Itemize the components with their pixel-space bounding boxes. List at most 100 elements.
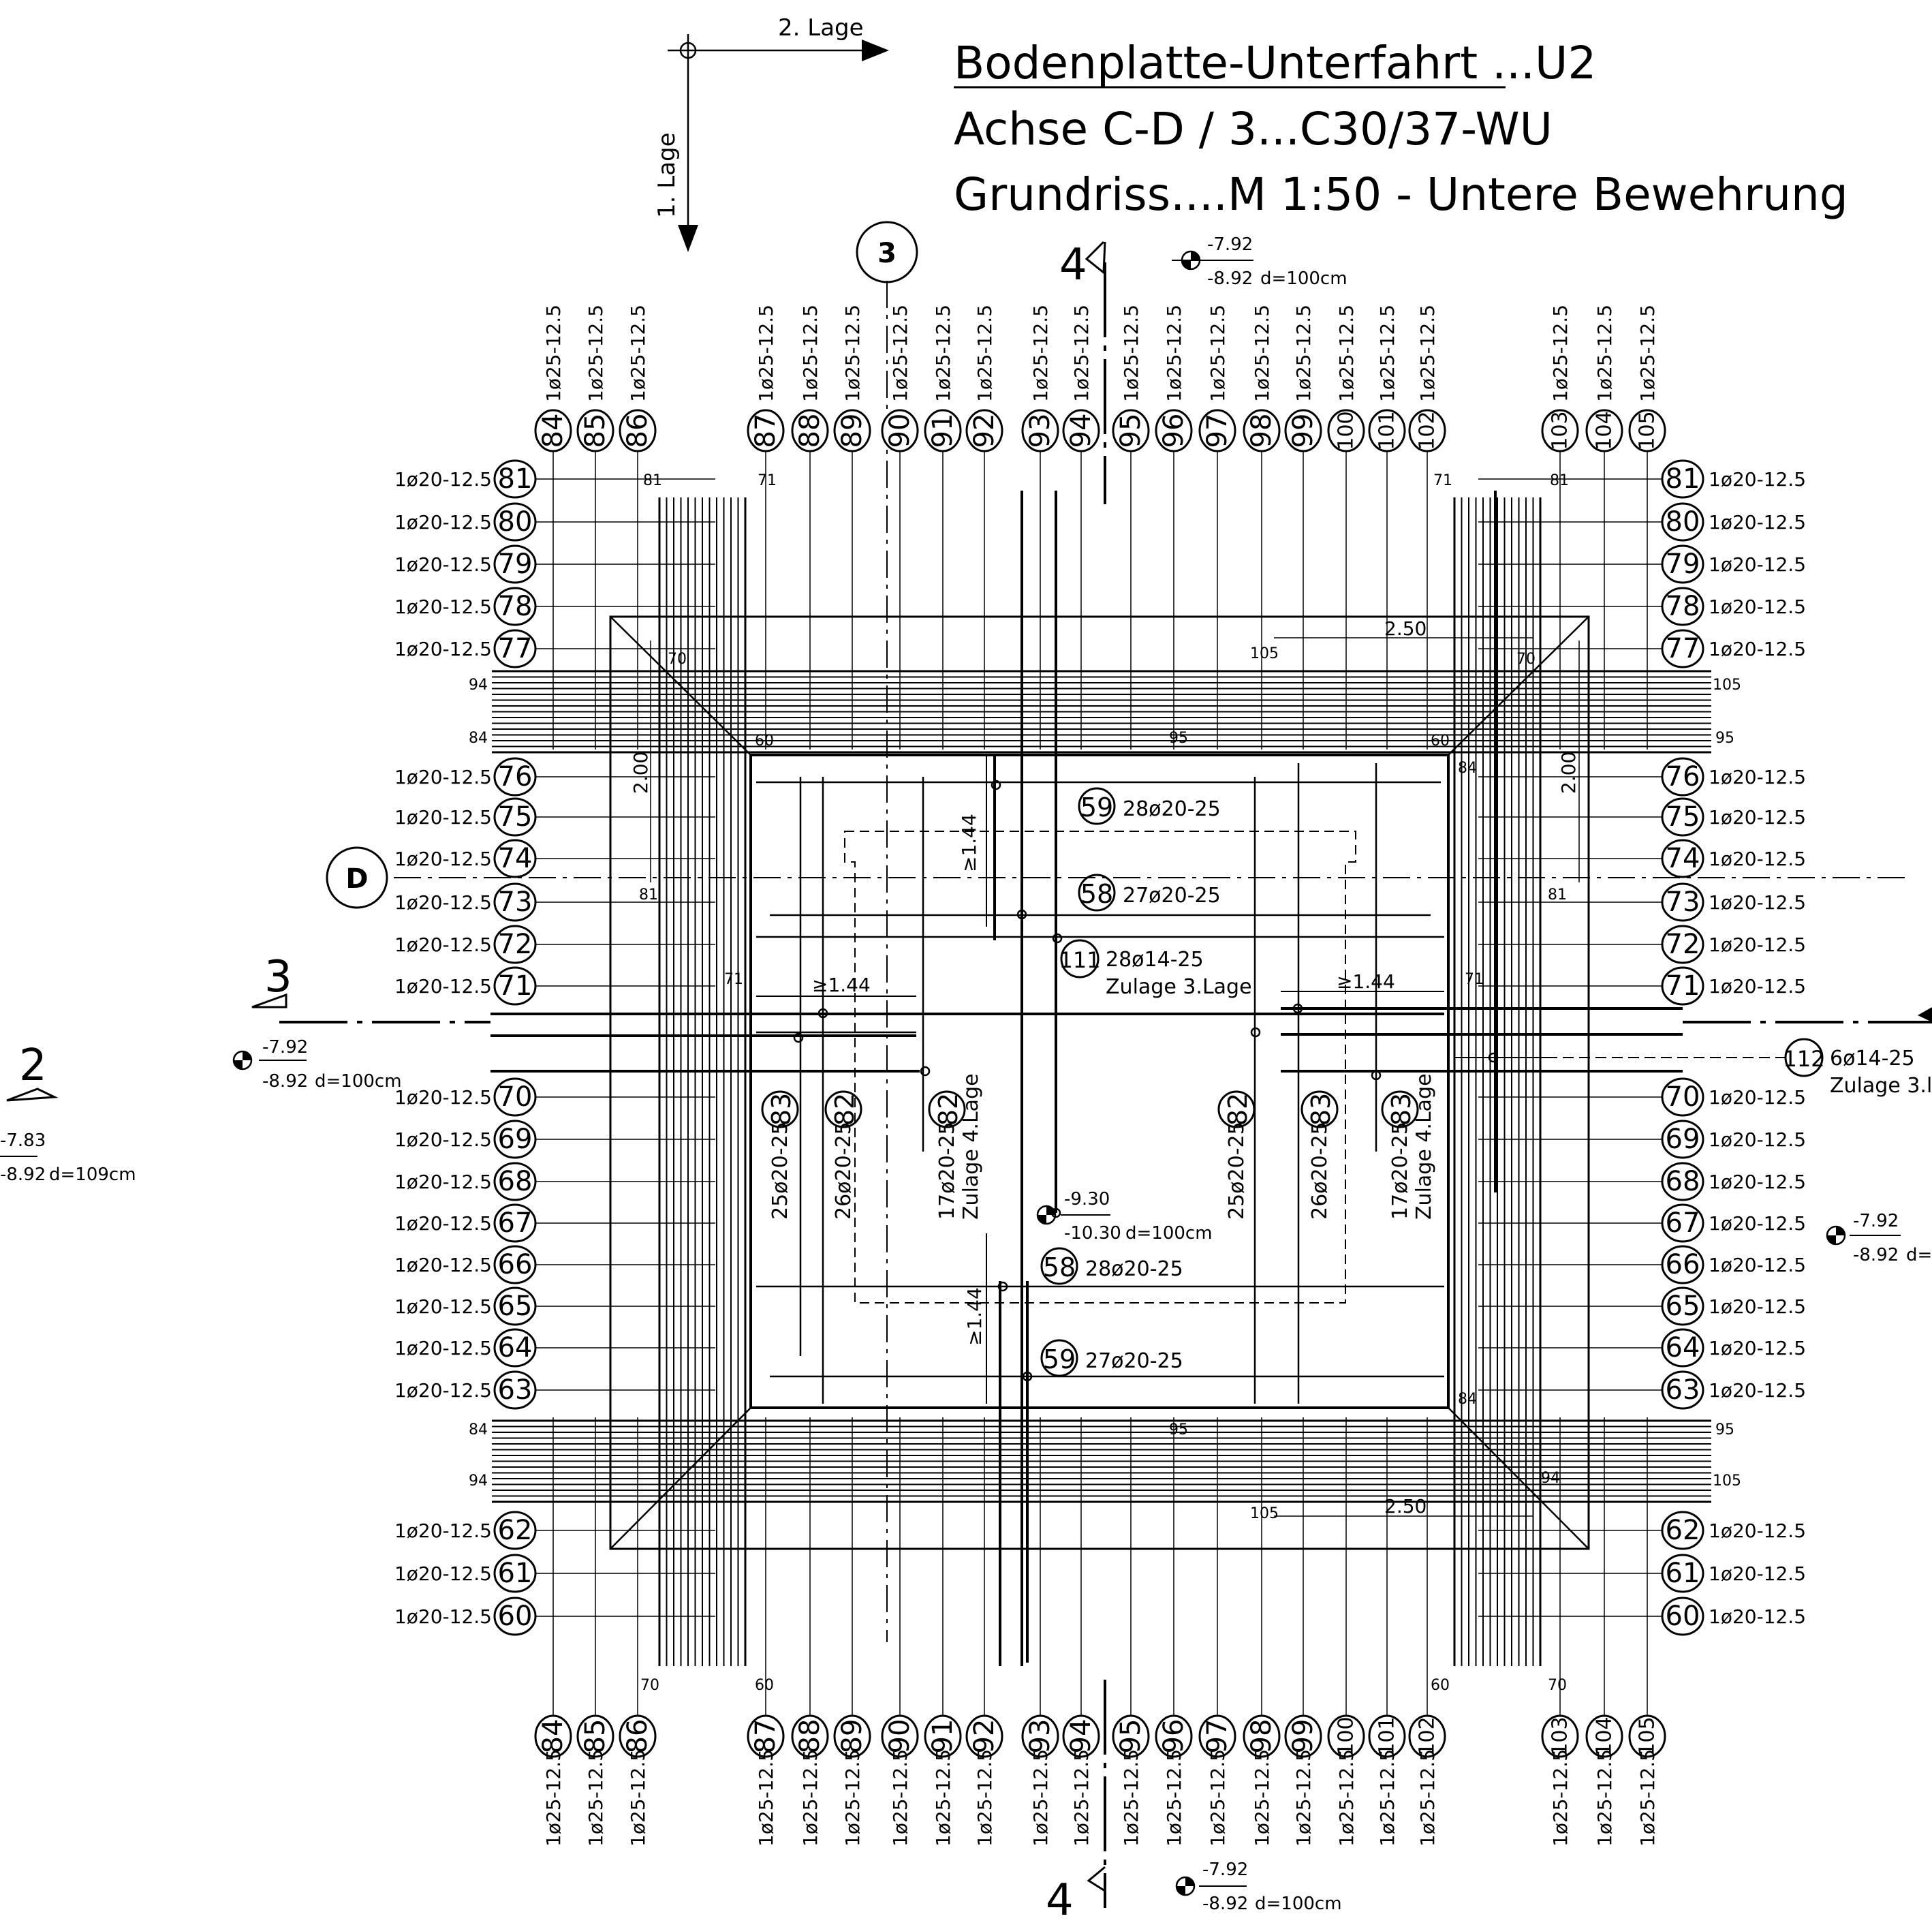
- bar-number-bubble: [493, 1511, 537, 1550]
- bar-spec-right: 1ø20-12.5: [1709, 553, 1806, 576]
- bar-number-bottom: 97: [1202, 1719, 1233, 1754]
- bar-number-bubble: [1198, 1714, 1236, 1758]
- bar-spec-bottom: 1ø25-12.5: [1593, 1749, 1616, 1847]
- bar-spec-bottom: 1ø25-12.5: [1376, 1749, 1399, 1847]
- vertical-bar-labels: 841ø25-12.5841ø25-12.5851ø25-12.5851ø25-…: [534, 305, 1666, 1847]
- svg-text:-9.30: -9.30: [1064, 1189, 1110, 1209]
- bar-spec-top: 1ø25-12.5: [932, 305, 954, 402]
- bar-number-bubble: [493, 1286, 537, 1326]
- bar-number-bubble: [493, 459, 537, 499]
- bar-number-top: 96: [1158, 414, 1189, 448]
- bar-number-bubble: [1661, 1120, 1704, 1159]
- bar-number-bubble: [1155, 1714, 1193, 1758]
- bar-number-bubble: [1628, 409, 1666, 452]
- svg-text:4: 4: [1059, 240, 1087, 290]
- bar-number-bubble: [833, 1714, 871, 1758]
- pos-59-top: 59: [1080, 792, 1113, 822]
- pos-112: 112: [1783, 1046, 1824, 1072]
- bar-number-left: 74: [498, 843, 533, 874]
- bar-number-top: 92: [969, 414, 1000, 448]
- bar-number-bubble: [1661, 502, 1704, 542]
- section-4-bottom: 4 -7.92 -8.92 d=100cm: [1046, 1680, 1342, 1926]
- bar-number-left: 70: [498, 1081, 533, 1113]
- bar-spec-bottom: 1ø25-12.5: [932, 1749, 954, 1847]
- svg-text:-7.83: -7.83: [0, 1130, 46, 1151]
- bar-spec-right: 1ø20-12.5: [1709, 891, 1806, 914]
- title-block: Bodenplatte-Unterfahrt ...U2 Achse C-D /…: [954, 37, 1848, 221]
- pos-58-bottom: 58: [1043, 1252, 1076, 1282]
- svg-text:≥1.44: ≥1.44: [812, 974, 871, 996]
- pos-58-bottom-spec: 28ø20-25: [1085, 1257, 1183, 1281]
- bar-spec-right: 1ø20-12.5: [1709, 975, 1806, 998]
- band-end-number: 84: [469, 730, 488, 747]
- bar-number-right: 77: [1666, 633, 1700, 664]
- bar-number-bubble: [881, 409, 919, 452]
- bar-spec-bottom: 1ø25-12.5: [585, 1749, 607, 1847]
- bar-number-left: 69: [498, 1124, 533, 1155]
- bar-number-bubble: [1327, 409, 1365, 452]
- svg-text:≥1.44: ≥1.44: [1337, 970, 1395, 993]
- svg-text:d=1: d=1: [1906, 1245, 1932, 1265]
- bar-number-bottom: 94: [1065, 1719, 1097, 1754]
- bar-number-top: 94: [1065, 414, 1097, 448]
- bar-number-top: 84: [537, 414, 569, 448]
- bar-number-top: 86: [622, 414, 653, 448]
- bar-spec-bottom: 1ø25-12.5: [799, 1749, 822, 1847]
- bar-number-bubble: [924, 1714, 962, 1758]
- bar-number-bubble: [1661, 1554, 1704, 1593]
- svg-text:26ø20-25: 26ø20-25: [1308, 1122, 1332, 1220]
- bar-number-right: 71: [1666, 970, 1700, 1002]
- title-line-3: Grundriss....M 1:50 - Untere Bewehrung: [954, 168, 1848, 221]
- bar-number-bubble: [747, 409, 785, 452]
- bar-number-bubble: [493, 1597, 537, 1636]
- bar-spec-right: 1ø20-12.5: [1709, 1337, 1806, 1359]
- bar-number-bubble: [1062, 1714, 1100, 1758]
- bar-number-bubble: [1021, 1714, 1059, 1758]
- bar-number-left: 60: [498, 1601, 533, 1632]
- bar-number-bubble: [1408, 1714, 1446, 1758]
- svg-text:Zulage 4.Lage: Zulage 4.Lage: [959, 1073, 983, 1220]
- band-end-number: 95: [1169, 1421, 1188, 1438]
- bar-spec-right: 1ø20-12.5: [1709, 1171, 1806, 1193]
- bar-number-left: 61: [498, 1558, 533, 1589]
- bar-spec-left: 1ø20-12.5: [394, 1086, 492, 1109]
- bar-number-right: 63: [1666, 1374, 1700, 1406]
- bar-number-bottom: 84: [537, 1719, 569, 1754]
- bar-spec-bottom: 1ø25-12.5: [1251, 1749, 1273, 1847]
- band-end-number: 71: [758, 472, 777, 489]
- bar-number-bubble: [1661, 459, 1704, 499]
- bar-number-bubble: [833, 409, 871, 452]
- bar-spec-right: 1ø20-12.5: [1709, 848, 1806, 870]
- svg-text:-8.92: -8.92: [262, 1071, 308, 1092]
- band-end-number: 71: [1433, 472, 1452, 489]
- bar-spec-left: 1ø20-12.5: [394, 553, 492, 576]
- bar-number-bubble: [493, 839, 537, 878]
- bar-number-bubble: [1408, 409, 1446, 452]
- bar-number-bottom: 93: [1025, 1719, 1056, 1754]
- band-end-number: 71: [724, 971, 743, 988]
- band-end-number: 84: [1458, 760, 1477, 777]
- pos-111-spec: 28ø14-25: [1106, 948, 1204, 972]
- bar-number-bottom: 92: [969, 1719, 1000, 1754]
- bar-number-bubble: [493, 1203, 537, 1243]
- bar-number-right: 69: [1666, 1124, 1700, 1155]
- bar-number-left: 76: [498, 761, 533, 792]
- axis-d-label: D: [345, 863, 368, 895]
- bar-spec-bottom: 1ø25-12.5: [755, 1749, 777, 1847]
- pos-112-note: Zulage 3.lag: [1830, 1074, 1932, 1098]
- bar-number-right: 78: [1666, 591, 1700, 622]
- bar-spec-left: 1ø20-12.5: [394, 638, 492, 660]
- bar-number-bubble: [534, 409, 572, 452]
- svg-text:25ø20-25: 25ø20-25: [1225, 1122, 1249, 1220]
- band-end-number: 81: [1550, 472, 1569, 489]
- bar-number-right: 70: [1666, 1081, 1700, 1113]
- bar-number-bubble: [493, 757, 537, 797]
- bar-number-right: 81: [1666, 463, 1700, 495]
- bar-number-bottom: 90: [884, 1719, 916, 1754]
- bar-number-right: 73: [1666, 887, 1700, 918]
- bar-number-top: 85: [580, 414, 611, 448]
- bar-spec-left: 1ø20-12.5: [394, 1128, 492, 1151]
- bar-number-top: 101: [1375, 411, 1399, 450]
- bar-number-bubble: [1243, 1714, 1281, 1758]
- bar-number-right: 62: [1666, 1515, 1700, 1546]
